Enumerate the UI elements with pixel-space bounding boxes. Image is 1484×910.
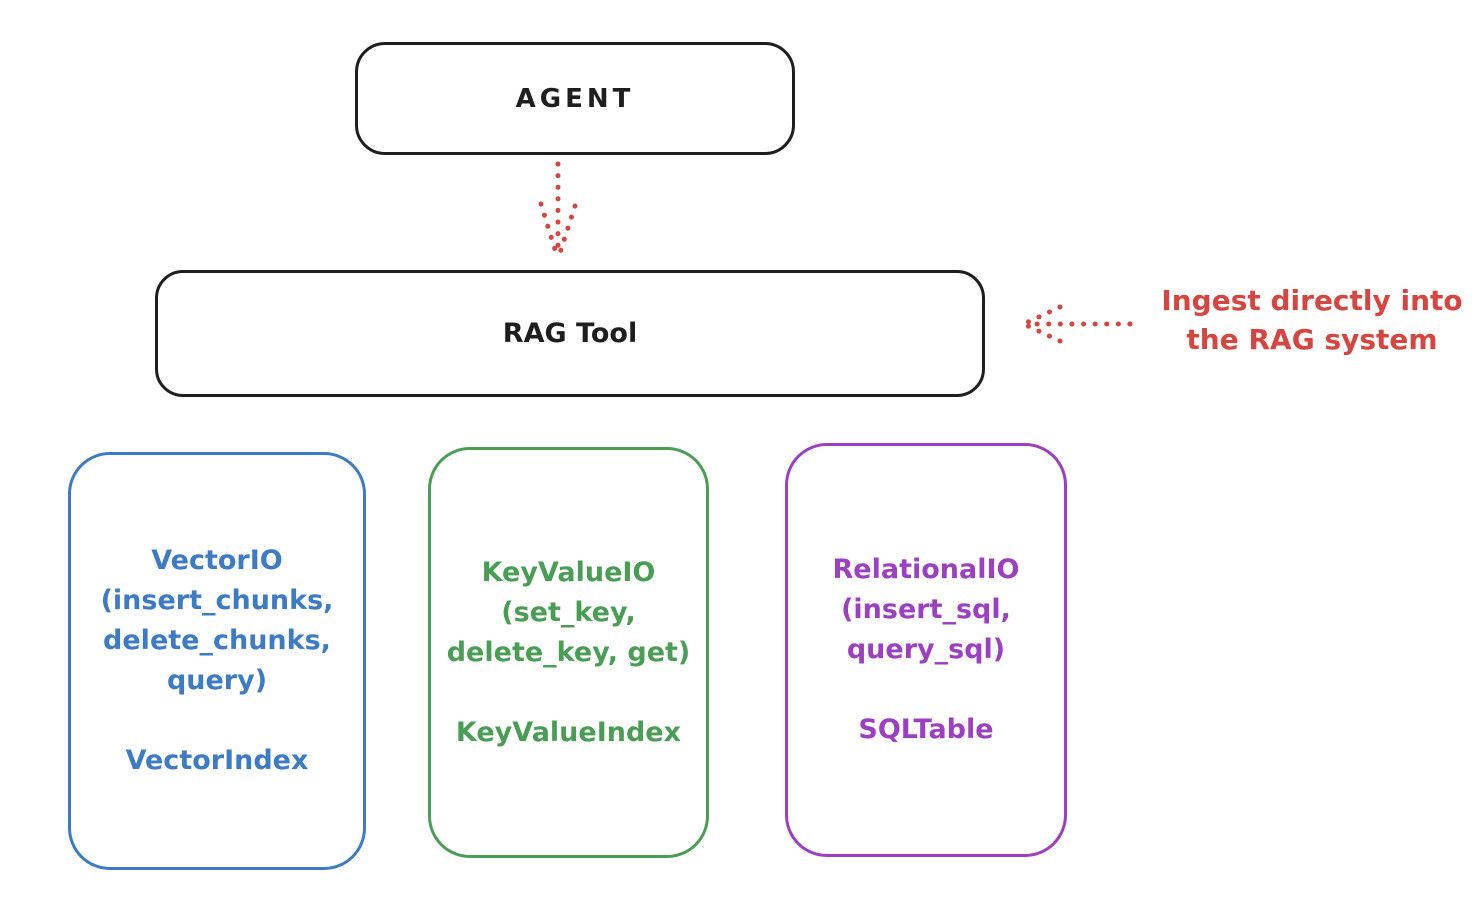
storage-line: (insert_sql, [841,594,1011,625]
rag-tool-label: RAG Tool [502,318,638,349]
storage-line: (set_key, [501,596,636,628]
agent-label: AGENT [515,83,635,114]
storage-line: RelationalIO [832,554,1020,585]
storage-line: query_sql) [846,634,1006,665]
spacer [101,701,334,741]
storage-line: VectorIO [151,545,283,576]
storage-line: KeyValueIO [481,556,656,588]
vector-index-label: VectorIndex [125,745,309,776]
spacer [447,673,691,713]
storage-line: delete_chunks, [103,625,331,656]
down-arrow-icon [538,161,578,259]
keyvalue-index-label: KeyValueIndex [455,716,682,748]
ingest-annotation-line2: the RAG system [1186,323,1438,356]
ingest-annotation-line1: Ingest directly into [1161,284,1463,317]
spacer [833,670,1020,710]
keyvalue-io-box: KeyValueIO (set_key, delete_key, get) Ke… [428,447,709,858]
agent-box: AGENT [355,42,795,155]
storage-line: query) [166,665,268,696]
relational-io-box: RelationalIO (insert_sql, query_sql) SQL… [785,443,1067,857]
ingest-annotation: Ingest directly into the RAG system [1140,281,1484,359]
vector-io-box: VectorIO (insert_chunks, delete_chunks, … [68,452,366,870]
storage-line: (insert_chunks, [100,585,334,616]
left-arrow-icon [1023,304,1133,344]
sql-table-label: SQLTable [858,714,994,745]
relational-io-text: RelationalIO (insert_sql, query_sql) SQL… [833,550,1020,750]
keyvalue-io-text: KeyValueIO (set_key, delete_key, get) Ke… [447,553,691,753]
vector-io-text: VectorIO (insert_chunks, delete_chunks, … [101,541,334,781]
rag-tool-box: RAG Tool [155,270,985,397]
storage-line: delete_key, get) [446,636,691,668]
